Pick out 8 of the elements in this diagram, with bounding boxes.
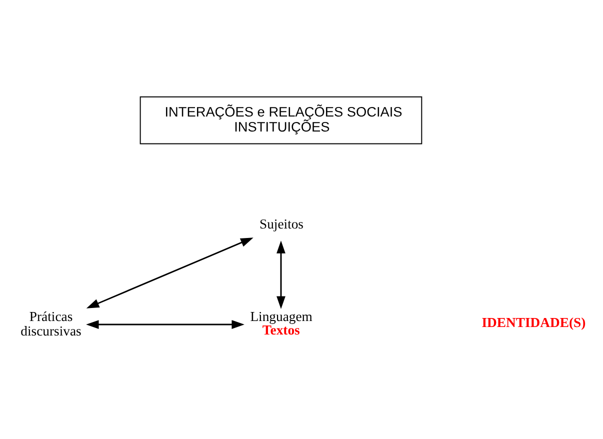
node-text: Práticas discursivas [20,308,82,338]
arrow [86,237,254,308]
arrow [276,240,286,308]
node-text: Linguagem Textos [250,308,312,337]
node-box: INTERAÇÕES e RELAÇÕES SOCIAIS INSTITUIÇÕES [140,96,422,144]
node-text: Sujeitos [259,216,304,231]
arrow [86,320,244,328]
label: IDENTIDADE(S) [482,314,586,330]
